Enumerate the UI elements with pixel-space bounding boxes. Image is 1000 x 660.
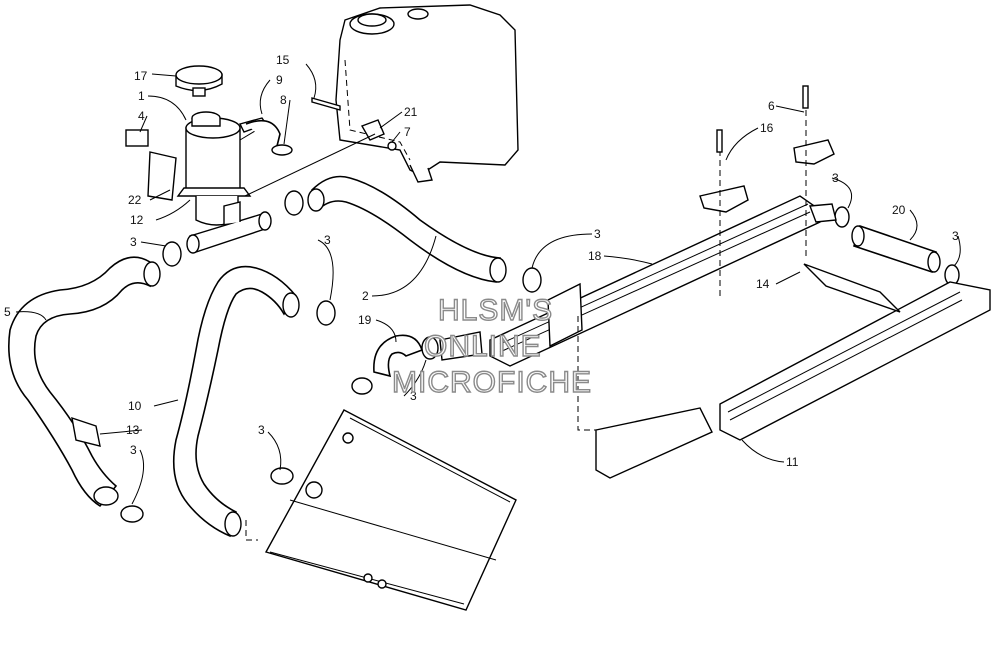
callout-2: 2	[362, 289, 369, 303]
callout-3g: 3	[832, 171, 839, 185]
callout-labels: 17 1 4 22 12 3 9 8 15 21 7 3 2 5 10 13 3…	[4, 53, 959, 469]
tee-fitting	[186, 201, 272, 254]
plate-6	[793, 139, 835, 165]
callout-3d: 3	[258, 423, 265, 437]
callout-20: 20	[892, 203, 906, 217]
callout-3b: 3	[324, 233, 331, 247]
callout-10: 10	[128, 399, 142, 413]
callout-15: 15	[276, 53, 290, 67]
hose-clamps	[120, 190, 960, 523]
overflow-hose	[245, 119, 281, 151]
callout-18: 18	[588, 249, 602, 263]
callout-13: 13	[126, 423, 140, 437]
clamp-13	[71, 416, 101, 447]
callout-1: 1	[138, 89, 145, 103]
callout-14: 14	[756, 277, 770, 291]
reservoir-tank	[335, 4, 519, 183]
tube-20	[853, 224, 937, 274]
callout-8: 8	[280, 93, 287, 107]
hose-10	[172, 265, 297, 538]
callout-16: 16	[760, 121, 774, 135]
callout-3h: 3	[952, 229, 959, 243]
decal-4	[125, 129, 149, 147]
bracket-21	[360, 119, 385, 141]
heat-exchanger-18	[489, 195, 821, 367]
watermark: HLSM'S ONLINE MICROFICHE	[391, 293, 592, 399]
callout-17: 17	[134, 69, 148, 83]
callout-7: 7	[404, 125, 411, 139]
watermark-line-3: MICROFICHE	[392, 366, 592, 399]
decal-22	[147, 151, 177, 201]
callout-6: 6	[768, 99, 775, 113]
heat-exchanger-11	[595, 263, 991, 479]
callout-3f: 3	[594, 227, 601, 241]
radiator-shroud	[264, 409, 517, 611]
pressure-cap	[175, 65, 223, 97]
callout-19: 19	[358, 313, 372, 327]
callout-11: 11	[786, 455, 799, 469]
screw-15	[311, 97, 341, 111]
callout-12: 12	[130, 213, 144, 227]
hose-5	[8, 256, 151, 508]
watermark-line-1: HLSM'S	[438, 294, 553, 327]
nut-7	[387, 141, 397, 151]
callout-4: 4	[138, 109, 145, 123]
callout-3a: 3	[130, 235, 137, 249]
callout-21: 21	[404, 105, 418, 119]
leader-lines	[15, 63, 961, 505]
elbow-19	[373, 334, 424, 378]
callout-22: 22	[128, 193, 142, 207]
callout-9: 9	[276, 73, 283, 87]
clamp-8	[271, 144, 293, 156]
plate-16	[699, 185, 749, 213]
expansion-bottle	[176, 111, 277, 226]
hose-2	[311, 175, 501, 283]
watermark-line-2: ONLINE	[424, 330, 542, 363]
callout-3c: 3	[130, 443, 137, 457]
callout-5: 5	[4, 305, 11, 319]
callout-3e: 3	[410, 389, 417, 403]
